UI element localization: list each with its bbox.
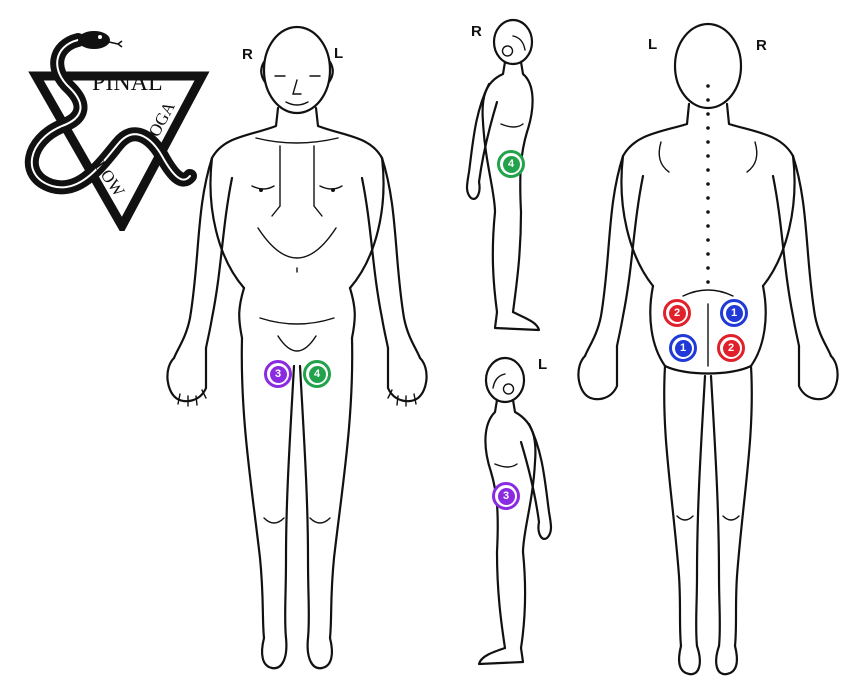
front-body-figure [166,25,428,670]
point-marker-back-1-lower: 1 [669,334,697,362]
point-marker-side-right-4: 4 [497,150,525,178]
point-number: 2 [722,339,740,357]
point-number: 3 [497,487,515,505]
back-body-figure [577,22,839,676]
point-marker-back-1-upper: 1 [720,299,748,327]
point-number: 1 [725,304,743,322]
back-left-label: L [648,36,658,53]
side-right-label: R [471,23,482,40]
side-left-label: L [538,356,548,373]
point-marker-front-4: 4 [303,360,331,388]
front-left-label: L [334,45,344,62]
point-marker-back-2-upper: 2 [663,299,691,327]
back-right-label: R [756,37,767,54]
point-marker-back-2-lower: 2 [717,334,745,362]
point-number: 1 [674,339,692,357]
point-number: 4 [308,365,326,383]
point-marker-front-3: 3 [264,360,292,388]
front-right-label: R [242,46,253,63]
side-body-figure-right [465,18,541,332]
side-body-figure-left [477,356,553,666]
point-number: 4 [502,155,520,173]
point-marker-side-left-3: 3 [492,482,520,510]
logo-word-spinal: PINAL [92,70,163,96]
point-number: 2 [668,304,686,322]
point-number: 3 [269,365,287,383]
spine-dots [706,84,710,284]
spinal-flow-yoga-logo: PINAL LOW OGA [24,31,210,231]
